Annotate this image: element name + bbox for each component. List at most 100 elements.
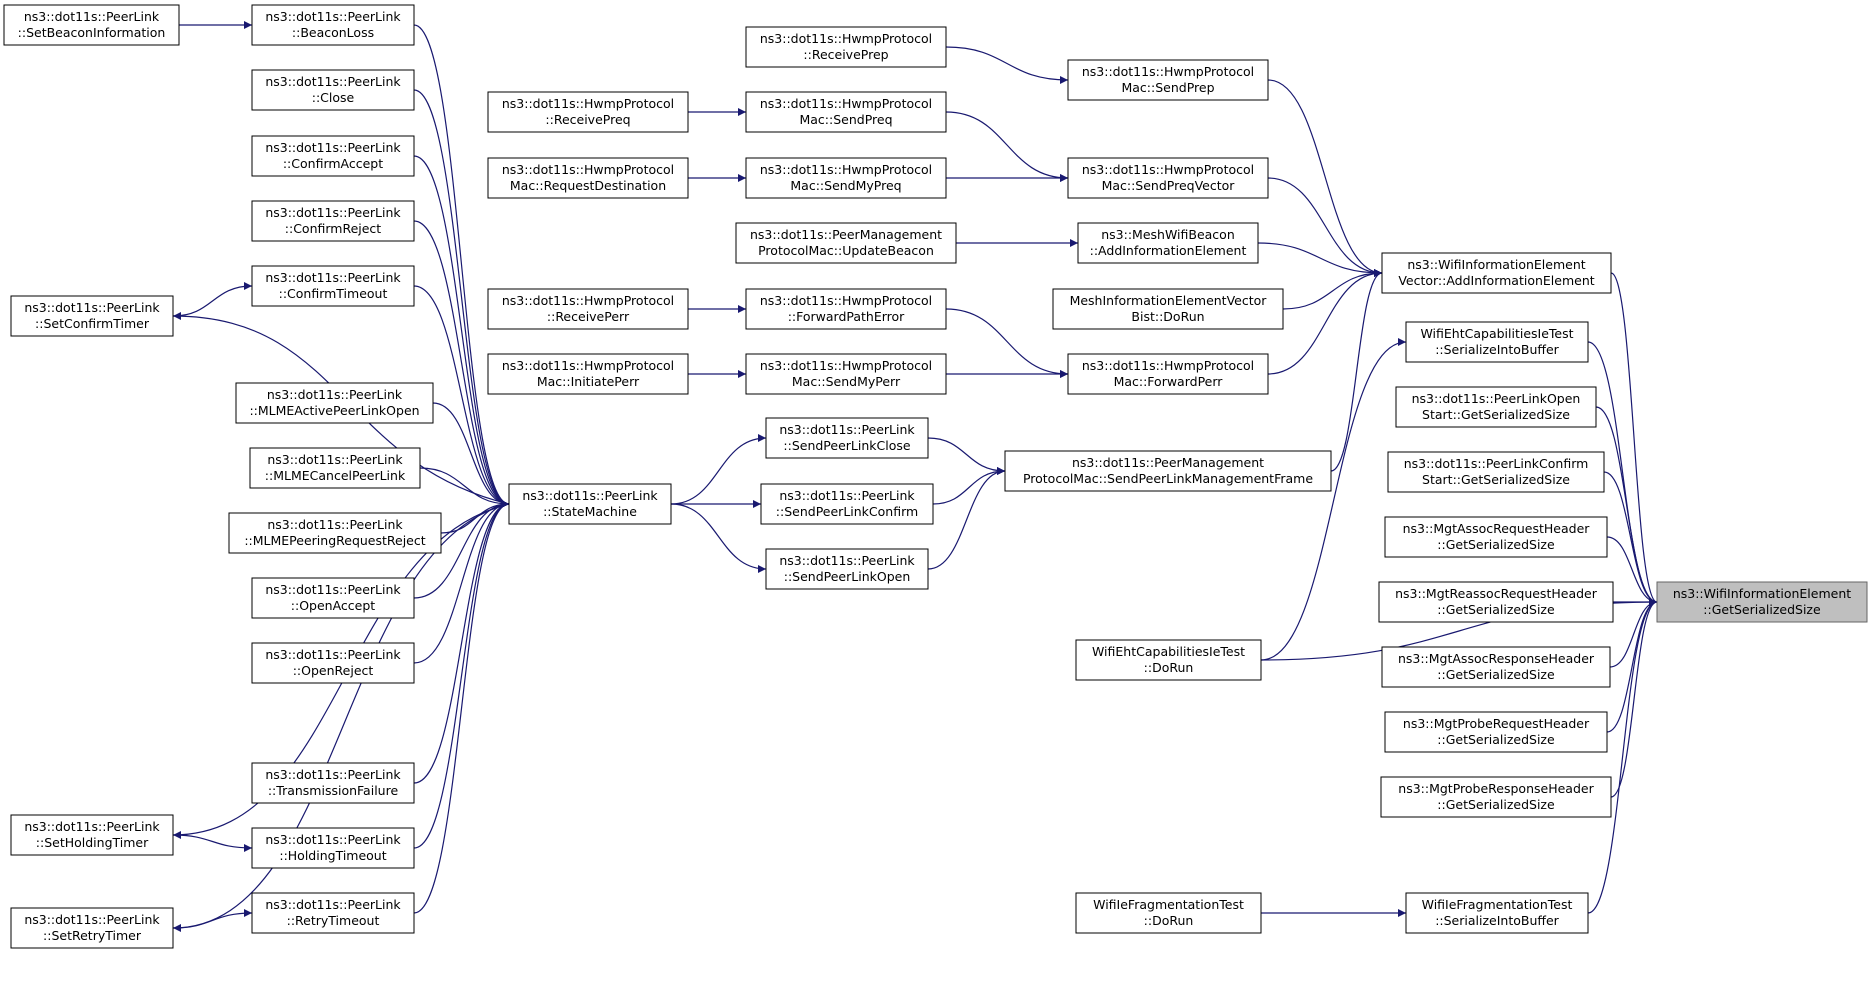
graph-node[interactable]: ns3::dot11s::PeerLink::ConfirmReject — [251, 200, 415, 242]
node-label-line: Start::GetSerializedSize — [1422, 407, 1570, 422]
call-edge — [927, 467, 1006, 570]
node-label-line: MeshInformationElementVector — [1070, 293, 1268, 308]
graph-node[interactable]: ns3::MgtProbeRequestHeader::GetSerialize… — [1384, 711, 1608, 753]
call-edge — [419, 467, 510, 508]
edge-arrow — [1267, 269, 1383, 375]
node-box — [1381, 252, 1612, 294]
graph-node[interactable]: ns3::dot11s::PeerLink::RetryTimeout — [251, 892, 415, 934]
node-label-line: ::ForwardPathError — [788, 309, 905, 324]
graph-node[interactable]: ns3::dot11s::PeerLink::MLMEActivePeerLin… — [235, 382, 434, 424]
node-label-line: ns3::MgtAssocRequestHeader — [1403, 521, 1591, 536]
graph-node[interactable]: ns3::dot11s::PeerLink::TransmissionFailu… — [251, 762, 415, 804]
graph-node[interactable]: ns3::dot11s::PeerLink::SendPeerLinkOpen — [765, 548, 929, 590]
node-label-line: Mac::ForwardPerr — [1114, 374, 1224, 389]
node-label-line: ns3::dot11s::HwmpProtocol — [760, 162, 932, 177]
node-label-line: ::ReceivePreq — [545, 112, 630, 127]
node-box — [10, 295, 174, 337]
node-label-line: ::SendPeerLinkConfirm — [776, 504, 918, 519]
edge-arrow — [413, 89, 510, 508]
graph-node[interactable]: ns3::dot11s::PeerLink::SendPeerLinkClose — [765, 417, 929, 459]
graph-node[interactable]: ns3::dot11s::HwmpProtocol::ReceivePrep — [745, 26, 947, 68]
graph-node[interactable]: ns3::dot11s::PeerManagementProtocolMac::… — [1004, 450, 1332, 492]
node-label-line: ns3::dot11s::PeerManagement — [750, 227, 942, 242]
call-edge — [1595, 406, 1658, 606]
node-label-line: ns3::dot11s::PeerLinkOpen — [1412, 391, 1581, 406]
graph-node[interactable]: ns3::dot11s::PeerLink::MLMECancelPeerLin… — [249, 447, 421, 489]
node-label-line: ns3::dot11s::PeerLink — [265, 205, 401, 220]
node-label-line: WifiIeFragmentationTest — [1422, 897, 1573, 912]
graph-node[interactable]: ns3::dot11s::PeerLinkOpenStart::GetSeria… — [1395, 386, 1597, 428]
graph-node[interactable]: ns3::dot11s::PeerLink::ConfirmAccept — [251, 135, 415, 177]
call-edge — [1267, 79, 1383, 277]
node-label-line: ::ReceivePerr — [547, 309, 630, 324]
graph-node[interactable]: WifiEhtCapabilitiesIeTest::SerializeInto… — [1405, 321, 1589, 363]
node-label-line: Vector::AddInformationElement — [1398, 273, 1594, 288]
call-edge — [1587, 598, 1658, 914]
node-label-line: ns3::MgtAssocResponseHeader — [1398, 651, 1595, 666]
graph-node[interactable]: ns3::dot11s::PeerManagementProtocolMac::… — [735, 222, 957, 264]
graph-node[interactable]: ns3::MgtReassocRequestHeader::GetSeriali… — [1378, 581, 1614, 623]
node-box — [1067, 353, 1269, 395]
graph-node[interactable]: ns3::dot11s::PeerLink::OpenReject — [251, 642, 415, 684]
edge-arrow — [172, 282, 253, 317]
edge-arrow — [413, 500, 510, 914]
graph-node[interactable]: ns3::dot11s::PeerLink::StateMachine — [508, 483, 672, 525]
node-box — [1067, 59, 1269, 101]
node-label-line: WifiIeFragmentationTest — [1093, 897, 1244, 912]
node-box — [251, 642, 415, 684]
graph-node[interactable]: ns3::dot11s::HwmpProtocolMac::ForwardPer… — [1067, 353, 1269, 395]
graph-node[interactable]: ns3::dot11s::PeerLink::Close — [251, 69, 415, 111]
edge-arrow — [419, 467, 510, 508]
graph-node[interactable]: ns3::dot11s::PeerLink::SetBeaconInformat… — [3, 4, 180, 46]
node-label-line: ns3::MeshWifiBeacon — [1101, 227, 1235, 242]
graph-node[interactable]: ns3::dot11s::HwmpProtocol::ReceivePerr — [487, 288, 689, 330]
graph-node[interactable]: ns3::dot11s::HwmpProtocol::ReceivePreq — [487, 91, 689, 133]
graph-node[interactable]: ns3::MeshWifiBeacon::AddInformationEleme… — [1077, 222, 1259, 264]
edge-arrow — [932, 467, 1006, 505]
graph-node[interactable]: ns3::WifiInformationElementVector::AddIn… — [1381, 252, 1612, 294]
graph-node[interactable]: ns3::WifiInformationElement::GetSerializ… — [1656, 581, 1868, 623]
graph-node[interactable]: WifiIeFragmentationTest::SerializeIntoBu… — [1405, 892, 1589, 934]
graph-node[interactable]: ns3::MgtProbeResponseHeader::GetSerializ… — [1380, 776, 1612, 818]
call-edge — [932, 467, 1006, 505]
graph-node[interactable]: ns3::MgtAssocRequestHeader::GetSerialize… — [1384, 516, 1608, 558]
node-label-line: ns3::dot11s::HwmpProtocol — [760, 358, 932, 373]
node-label-line: ::DoRun — [1144, 660, 1194, 675]
graph-node[interactable]: WifiIeFragmentationTest::DoRun — [1075, 892, 1262, 934]
node-box — [1384, 711, 1608, 753]
graph-node[interactable]: ns3::dot11s::PeerLink::SetConfirmTimer — [10, 295, 174, 337]
node-box — [1077, 222, 1259, 264]
graph-node[interactable]: ns3::dot11s::PeerLink::BeaconLoss — [251, 4, 415, 46]
graph-node[interactable]: ns3::dot11s::PeerLink::SetHoldingTimer — [10, 814, 174, 856]
graph-node[interactable]: ns3::dot11s::PeerLink::SetRetryTimer — [10, 907, 174, 949]
graph-node[interactable]: WifiEhtCapabilitiesIeTest::DoRun — [1075, 639, 1262, 681]
node-label-line: ns3::dot11s::PeerLink — [265, 582, 401, 597]
node-label-line: ns3::MgtProbeResponseHeader — [1398, 781, 1594, 796]
graph-node[interactable]: ns3::dot11s::PeerLink::SendPeerLinkConfi… — [760, 483, 934, 525]
graph-node[interactable]: ns3::dot11s::PeerLink::HoldingTimeout — [251, 827, 415, 869]
node-label-line: ns3::dot11s::HwmpProtocol — [760, 96, 932, 111]
graph-node[interactable]: ns3::dot11s::PeerLink::ConfirmTimeout — [251, 265, 415, 307]
graph-node[interactable]: ns3::MgtAssocResponseHeader::GetSerializ… — [1381, 646, 1611, 688]
node-label-line: ns3::dot11s::PeerLink — [265, 74, 401, 89]
node-label-line: ::GetSerializedSize — [1437, 537, 1555, 552]
node-label-line: ns3::dot11s::HwmpProtocol — [502, 293, 674, 308]
node-label-line: ::ReceivePrep — [803, 47, 888, 62]
graph-node[interactable]: ns3::dot11s::HwmpProtocol::ForwardPathEr… — [745, 288, 947, 330]
graph-node[interactable]: ns3::dot11s::HwmpProtocolMac::InitiatePe… — [487, 353, 689, 395]
graph-node[interactable]: ns3::dot11s::HwmpProtocolMac::RequestDes… — [487, 157, 689, 199]
graph-node[interactable]: ns3::dot11s::PeerLinkConfirmStart::GetSe… — [1387, 451, 1605, 493]
graph-node[interactable]: ns3::dot11s::PeerLink::MLMEPeeringReques… — [228, 512, 442, 554]
node-label-line: ::SerializeIntoBuffer — [1435, 913, 1559, 928]
call-edge — [945, 111, 1069, 182]
graph-node[interactable]: ns3::dot11s::HwmpProtocolMac::SendPreqVe… — [1067, 157, 1269, 199]
node-label-line: ::GetSerializedSize — [1437, 797, 1555, 812]
node-label-line: ::GetSerializedSize — [1437, 667, 1555, 682]
graph-node[interactable]: ns3::dot11s::PeerLink::OpenAccept — [251, 577, 415, 619]
node-label-line: ns3::dot11s::HwmpProtocol — [760, 31, 932, 46]
